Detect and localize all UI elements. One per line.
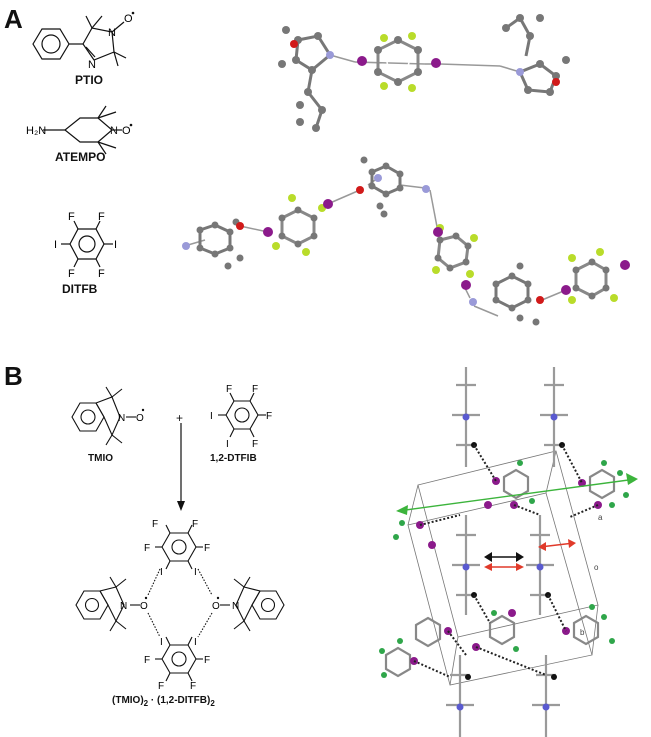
dtfib-structure: F F F F I I (210, 384, 272, 450)
atempo-ditfb-crystal-chain (182, 156, 630, 326)
ptio-o: O (124, 13, 133, 25)
panel-b: B N O TMIO + F F F F I I 1,2-DTFIB (0, 355, 651, 737)
crystal-packing-diagram: a o b (379, 367, 638, 737)
ptio-n1: N (108, 27, 116, 39)
ditfb-i1: I (54, 239, 57, 251)
ptio-structure: N O N (32, 11, 135, 71)
ditfb-f1: F (68, 211, 75, 223)
prod-f3: F (144, 543, 150, 554)
cell-axis-b: b (580, 628, 585, 637)
prod-i3: I (160, 637, 163, 648)
dtfib-f2: F (252, 384, 258, 395)
prod-f5: F (144, 655, 150, 666)
dtfib-i2: I (226, 439, 229, 450)
atempo-structure: H₂N N O (26, 105, 133, 155)
prod-n1: N (120, 601, 127, 612)
panel-a-letter: A (4, 4, 23, 34)
dtfib-label: 1,2-DTFIB (210, 453, 257, 464)
ptio-label: PTIO (75, 73, 104, 87)
product-label-sub1: 2 (143, 699, 149, 708)
atempo-o: O (122, 125, 131, 137)
product-label-mid: · (1,2-DITFB) (148, 695, 211, 706)
prod-o2: O (212, 601, 220, 612)
tmio-n: N (118, 413, 125, 424)
prod-f2: F (192, 519, 198, 530)
tmio-label: TMIO (88, 453, 113, 464)
tmio-structure: N O (71, 386, 145, 446)
prod-i2: I (194, 567, 197, 578)
atempo-n: N (110, 125, 118, 137)
ditfb-i2: I (114, 239, 117, 251)
atempo-h2n: H₂N (26, 125, 46, 137)
prod-i1: I (160, 567, 163, 578)
ditfb-structure: F F F F I I (54, 211, 117, 280)
reaction-arrow (177, 423, 185, 511)
prod-f1: F (152, 519, 158, 530)
product-label-sub2: 2 (210, 699, 215, 708)
panel-b-letter: B (4, 361, 23, 391)
product-cocrystal-structure: F F F F I I N O O N I I F F F F (75, 519, 285, 692)
prod-f6: F (204, 655, 210, 666)
dtfib-i1: I (210, 411, 213, 422)
ditfb-f3: F (68, 268, 75, 280)
plus-sign: + (176, 411, 184, 425)
product-label: (TMIO)2 · (1,2-DITFB)2 (112, 695, 215, 708)
panel-a: A N O N PTIO H₂N N O (0, 0, 651, 350)
ptio-n2: N (88, 59, 96, 71)
ditfb-f4: F (98, 268, 105, 280)
prod-f7: F (158, 681, 164, 692)
prod-f4: F (204, 543, 210, 554)
prod-i4: I (194, 637, 197, 648)
prod-o1: O (140, 601, 148, 612)
cell-axis-a: a (598, 513, 603, 522)
prod-f8: F (190, 681, 196, 692)
dtfib-f3: F (266, 411, 272, 422)
tmio-o: O (136, 413, 144, 424)
prod-n2: N (232, 601, 239, 612)
ditfb-label: DITFB (62, 282, 98, 296)
ditfb-f2: F (98, 211, 105, 223)
atempo-label: ATEMPO (55, 150, 106, 164)
product-label-main: (TMIO) (112, 695, 144, 706)
cell-axis-o: o (594, 563, 599, 572)
ptio-ditfb-crystal-model (278, 14, 570, 132)
dtfib-f1: F (226, 384, 232, 395)
dtfib-f4: F (252, 439, 258, 450)
